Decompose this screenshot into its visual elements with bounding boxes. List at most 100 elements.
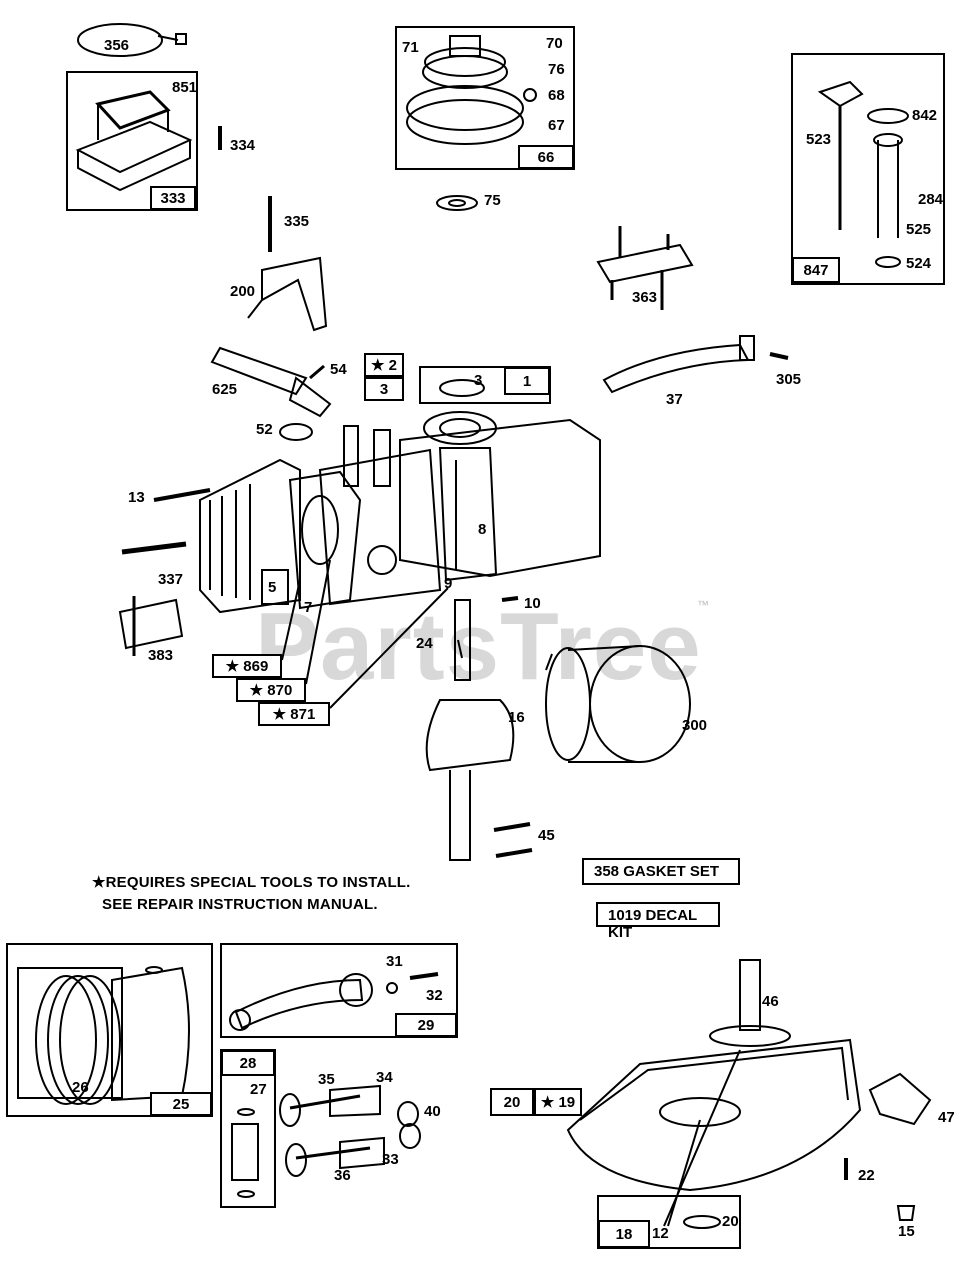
part-625-tube [212, 348, 306, 394]
label-34: 34 [376, 1069, 393, 1086]
label-16: 16 [508, 709, 525, 726]
part-45-pins [494, 824, 532, 856]
part-356-wire [78, 24, 162, 56]
label-37: 37 [666, 391, 683, 408]
part-52-seal [280, 424, 312, 440]
label-851: 851 [172, 79, 198, 96]
box-28: 28 [221, 1050, 275, 1076]
label-36: 36 [334, 1167, 351, 1184]
part-35-valve [290, 1096, 360, 1108]
label-70: 70 [546, 35, 563, 52]
label-300: 300 [682, 717, 708, 734]
box-1: 1 [504, 367, 550, 395]
part-18-sump [568, 1040, 860, 1190]
part-525-tube [878, 140, 898, 238]
gasket-set-box: 358 GASKET SET [582, 858, 740, 885]
label-525: 525 [906, 221, 932, 238]
frame-66 [396, 27, 574, 169]
part-66-flywheel [407, 100, 523, 144]
box-3a: 3 [364, 377, 404, 401]
part-200-bracket [262, 258, 326, 330]
label-15: 15 [898, 1223, 915, 1240]
label-22: 22 [858, 1167, 875, 1184]
part-75-washer [437, 196, 477, 210]
label-40: 40 [424, 1103, 441, 1120]
label-7: 7 [304, 599, 313, 616]
part-28-wrist-pin [232, 1124, 258, 1180]
part-47-governor [870, 1074, 930, 1124]
label-305: 305 [776, 371, 802, 388]
label-20: 20 [722, 1213, 739, 1230]
label-33: 33 [382, 1151, 399, 1168]
box-66: 66 [518, 145, 574, 169]
label-27: 27 [250, 1081, 267, 1098]
part-16-crankshaft [455, 600, 470, 680]
label-76: 76 [548, 61, 565, 78]
label-31: 31 [386, 953, 403, 970]
label-46: 46 [762, 993, 779, 1010]
label-625: 625 [212, 381, 238, 398]
part-24-key [458, 640, 462, 658]
label-337: 337 [158, 571, 184, 588]
label-10: 10 [524, 595, 541, 612]
label-842: 842 [912, 107, 938, 124]
label-71: 71 [402, 39, 419, 56]
box-333: 333 [150, 186, 196, 210]
label-383: 383 [148, 647, 174, 664]
part-54-screw [310, 366, 324, 378]
part-29-rod [236, 980, 362, 1028]
label-54: 54 [330, 361, 347, 378]
box-star-2: ★ 2 [364, 353, 404, 377]
label-9: 9 [444, 575, 453, 592]
frame-29 [221, 944, 457, 1037]
label-12: 12 [652, 1225, 669, 1242]
label-45: 45 [538, 827, 555, 844]
label-67: 67 [548, 117, 565, 134]
box-star-19: ★ 19 [534, 1088, 582, 1116]
box-25: 25 [150, 1092, 212, 1116]
frame-1 [420, 367, 550, 403]
label-334: 334 [230, 137, 256, 154]
label-68: 68 [548, 87, 565, 104]
part-300-muffler [590, 646, 690, 762]
label-32: 32 [426, 987, 443, 1004]
note-line-2: SEE REPAIR INSTRUCTION MANUAL. [102, 896, 378, 913]
label-5: 5 [268, 579, 277, 596]
label-3b: 3 [474, 372, 483, 389]
label-47: 47 [938, 1109, 955, 1126]
label-335: 335 [284, 213, 310, 230]
part-25-piston [112, 968, 189, 1100]
part-523-dipstick [820, 82, 862, 106]
label-8: 8 [478, 521, 487, 538]
label-363: 363 [632, 289, 658, 306]
part-337-plug [122, 544, 186, 552]
box-star-871: ★ 871 [258, 702, 330, 726]
box-20: 20 [490, 1088, 534, 1116]
part-1-cylinder-block [400, 420, 600, 576]
box-star-870: ★ 870 [236, 678, 306, 702]
part-13-bolt [154, 490, 210, 500]
part-383-tool [120, 600, 182, 648]
box-847: 847 [792, 257, 840, 283]
frame-26-inner [18, 968, 122, 1098]
label-524: 524 [906, 255, 932, 272]
part-20-seal [684, 1216, 720, 1228]
note-line-1: ★REQUIRES SPECIAL TOOLS TO INSTALL. [92, 874, 411, 891]
part-15-plug [898, 1206, 914, 1220]
label-52: 52 [256, 421, 273, 438]
part-333-armature [78, 122, 190, 172]
decal-kit-box: 1019 DECAL KIT [596, 902, 720, 941]
part-36-valve [296, 1148, 370, 1158]
part-46-gear [740, 960, 760, 1030]
frame-25 [7, 944, 212, 1116]
label-284: 284 [918, 191, 944, 208]
frame-847 [792, 54, 944, 284]
label-356: 356 [104, 37, 130, 54]
box-star-869: ★ 869 [212, 654, 282, 678]
part-363-bracket [598, 245, 692, 282]
box-29: 29 [395, 1013, 457, 1037]
part-10-screw [502, 598, 518, 600]
special-tools-note: ★REQUIRES SPECIAL TOOLS TO INSTALL. SEE … [92, 872, 411, 916]
